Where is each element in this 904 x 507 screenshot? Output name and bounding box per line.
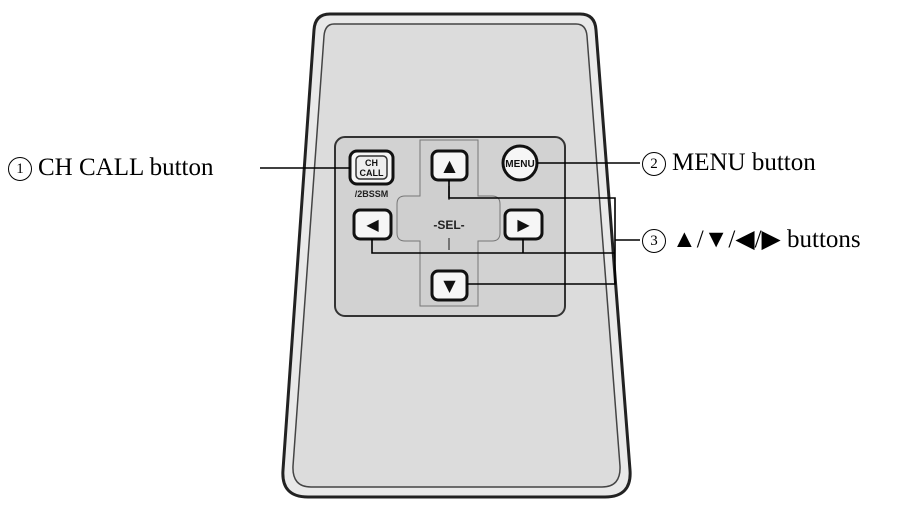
callout-arrows: 3▲/▼/◀/▶ buttons — [642, 227, 861, 253]
right-arrow-icon: ▶ — [517, 215, 530, 234]
up-arrow-button[interactable]: ▲ — [430, 149, 469, 182]
sel-label: -SEL- — [433, 218, 464, 232]
callout-menu-text: MENU button — [672, 149, 816, 176]
left-arrow-icon: ◀ — [366, 215, 379, 234]
menu-button[interactable]: MENU — [501, 144, 539, 182]
ch-call-sublabel: /2BSSM — [355, 189, 389, 199]
callout-number-3: 3 — [642, 229, 666, 253]
left-arrow-button[interactable]: ◀ — [352, 208, 393, 241]
ch-call-button-text-line2: CALL — [360, 168, 384, 178]
menu-button-text: MENU — [505, 159, 534, 170]
callout-number-1: 1 — [8, 157, 32, 181]
leader-line-arrows-lower — [371, 239, 615, 254]
right-arrow-button[interactable]: ▶ — [503, 208, 544, 241]
ch-call-button[interactable]: CH CALL — [348, 149, 395, 186]
callout-ch-call-text: CH CALL button — [38, 154, 214, 181]
up-arrow-icon: ▲ — [443, 156, 456, 175]
leader-line-arrows — [448, 180, 616, 285]
down-arrow-button[interactable]: ▼ — [430, 269, 469, 302]
callout-leader-lines — [260, 162, 640, 285]
callout-number-2: 2 — [642, 152, 666, 176]
callout-arrows-text: ▲/▼/◀/▶ buttons — [672, 226, 861, 253]
ch-call-button-text-line1: CH — [365, 158, 378, 168]
down-arrow-icon: ▼ — [443, 276, 456, 295]
